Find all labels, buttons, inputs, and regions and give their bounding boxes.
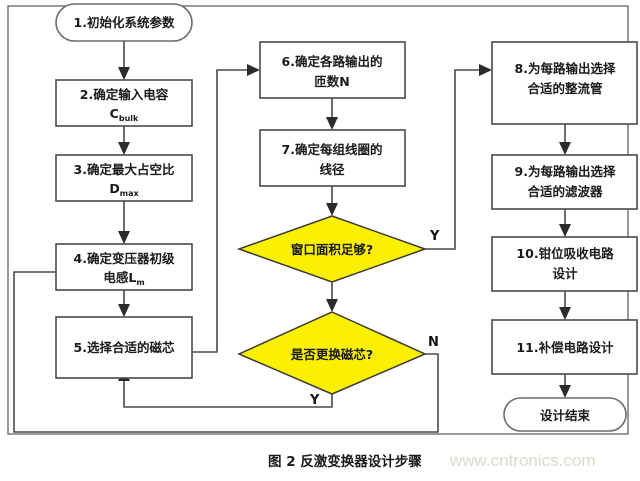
figure-border [7, 5, 629, 435]
arrowhead-step9-to-step10 [559, 224, 571, 237]
step2-shape [55, 79, 193, 127]
connector-dec2-no-to-step4 [13, 271, 439, 433]
figure-caption: 图 2 反激变换器设计步骤 [268, 453, 422, 470]
step6-label-line2: 匝数N [314, 74, 349, 89]
arrowhead-step5-to-step6 [247, 64, 260, 76]
step11-shape [491, 319, 638, 375]
step6-label-line1: 6.确定各路输出的 [282, 54, 383, 69]
arrowhead-step3-to-step4 [118, 231, 130, 244]
connector-dec1-yes-to-step8 [425, 69, 484, 250]
arrowhead-step4-to-step5 [118, 304, 130, 317]
step4-symbol: 电感Lm [103, 270, 144, 287]
step4-shape [55, 243, 193, 291]
step9-label-line2: 合适的滤波器 [527, 184, 603, 199]
node-step2[interactable]: 2.确定输入电容 Cbulk [55, 79, 193, 127]
arrowhead-step7-to-dec1 [326, 203, 338, 216]
step9-label-line1: 9.为每路输出选择 [515, 164, 616, 179]
node-step3[interactable]: 3.确定最大占空比 Dmax [55, 154, 193, 202]
arrowhead-step2-to-step3 [118, 142, 130, 155]
decision1-shape [236, 215, 428, 283]
node-step6[interactable]: 6.确定各路输出的 匝数N [259, 41, 406, 99]
node-step4[interactable]: 4.确定变压器初级 电感Lm [55, 243, 193, 291]
decision2-label: 是否更换磁芯? [290, 347, 373, 362]
site-watermark: www.cntronics.com [449, 451, 595, 470]
step10-label-line1: 10.钳位吸收电路 [516, 246, 614, 261]
step3-label: 3.确定最大占空比 [74, 162, 175, 177]
end-label: 设计结束 [540, 408, 591, 423]
connector-step5-to-step6 [192, 69, 252, 353]
branch-label-dec1-yes: Y [429, 229, 440, 244]
node-start[interactable]: 1.初始化系统参数 [55, 3, 193, 42]
node-step7[interactable]: 7.确定每组线圈的 线径 [259, 129, 406, 187]
decision2-shape [237, 311, 427, 395]
node-decision-change-core[interactable]: 是否更换磁芯? [237, 311, 427, 395]
arrowhead-step11-to-end [559, 385, 571, 398]
start-label: 1.初始化系统参数 [74, 15, 175, 30]
step8-label-line1: 8.为每路输出选择 [515, 61, 616, 76]
step5-label: 5.选择合适的磁芯 [74, 340, 175, 355]
node-step8[interactable]: 8.为每路输出选择 合适的整流管 [491, 41, 638, 125]
step3-symbol: Dmax [109, 181, 139, 198]
arrowhead-step6-to-step7 [326, 117, 338, 130]
step8-shape [491, 41, 638, 125]
step2-symbol: Cbulk [110, 106, 139, 123]
node-step9[interactable]: 9.为每路输出选择 合适的滤波器 [491, 154, 638, 210]
arrowhead-step8-to-step9 [559, 142, 571, 155]
arrowhead-start-to-step2 [118, 67, 130, 80]
step8-label-line2: 合适的整流管 [527, 81, 602, 96]
arrowhead-step10-to-step11 [559, 307, 571, 320]
step6-shape [259, 41, 406, 99]
arrowhead-dec1-to-dec2 [326, 299, 338, 312]
connector-dec2-yes-to-step5 [123, 378, 333, 408]
step3-shape [55, 154, 193, 202]
arrowhead-dec1-yes-to-step8 [479, 64, 492, 76]
step4-label: 4.确定变压器初级 [74, 251, 175, 266]
node-step11[interactable]: 11.补偿电路设计 [491, 319, 638, 375]
step9-shape [491, 154, 638, 210]
branch-label-dec2-no: N [428, 335, 439, 350]
step10-label-line2: 设计 [552, 266, 578, 281]
step2-label: 2.确定输入电容 [80, 87, 169, 102]
decision1-label: 窗口面积足够? [291, 242, 373, 257]
node-step10[interactable]: 10.钳位吸收电路 设计 [491, 236, 638, 292]
branch-label-dec2-yes: Y [309, 393, 320, 408]
step7-label-line2: 线径 [319, 162, 345, 177]
step5-shape [55, 316, 193, 379]
node-end[interactable]: 设计结束 [503, 397, 627, 432]
step10-shape [491, 236, 638, 292]
step7-shape [259, 129, 406, 187]
end-terminator-shape [503, 397, 627, 432]
step11-label: 11.补偿电路设计 [516, 340, 614, 355]
start-terminator-shape [55, 3, 193, 42]
step7-label-line1: 7.确定每组线圈的 [282, 142, 383, 157]
node-decision-window-area[interactable]: 窗口面积足够? [236, 215, 428, 283]
node-step5[interactable]: 5.选择合适的磁芯 [55, 316, 193, 379]
